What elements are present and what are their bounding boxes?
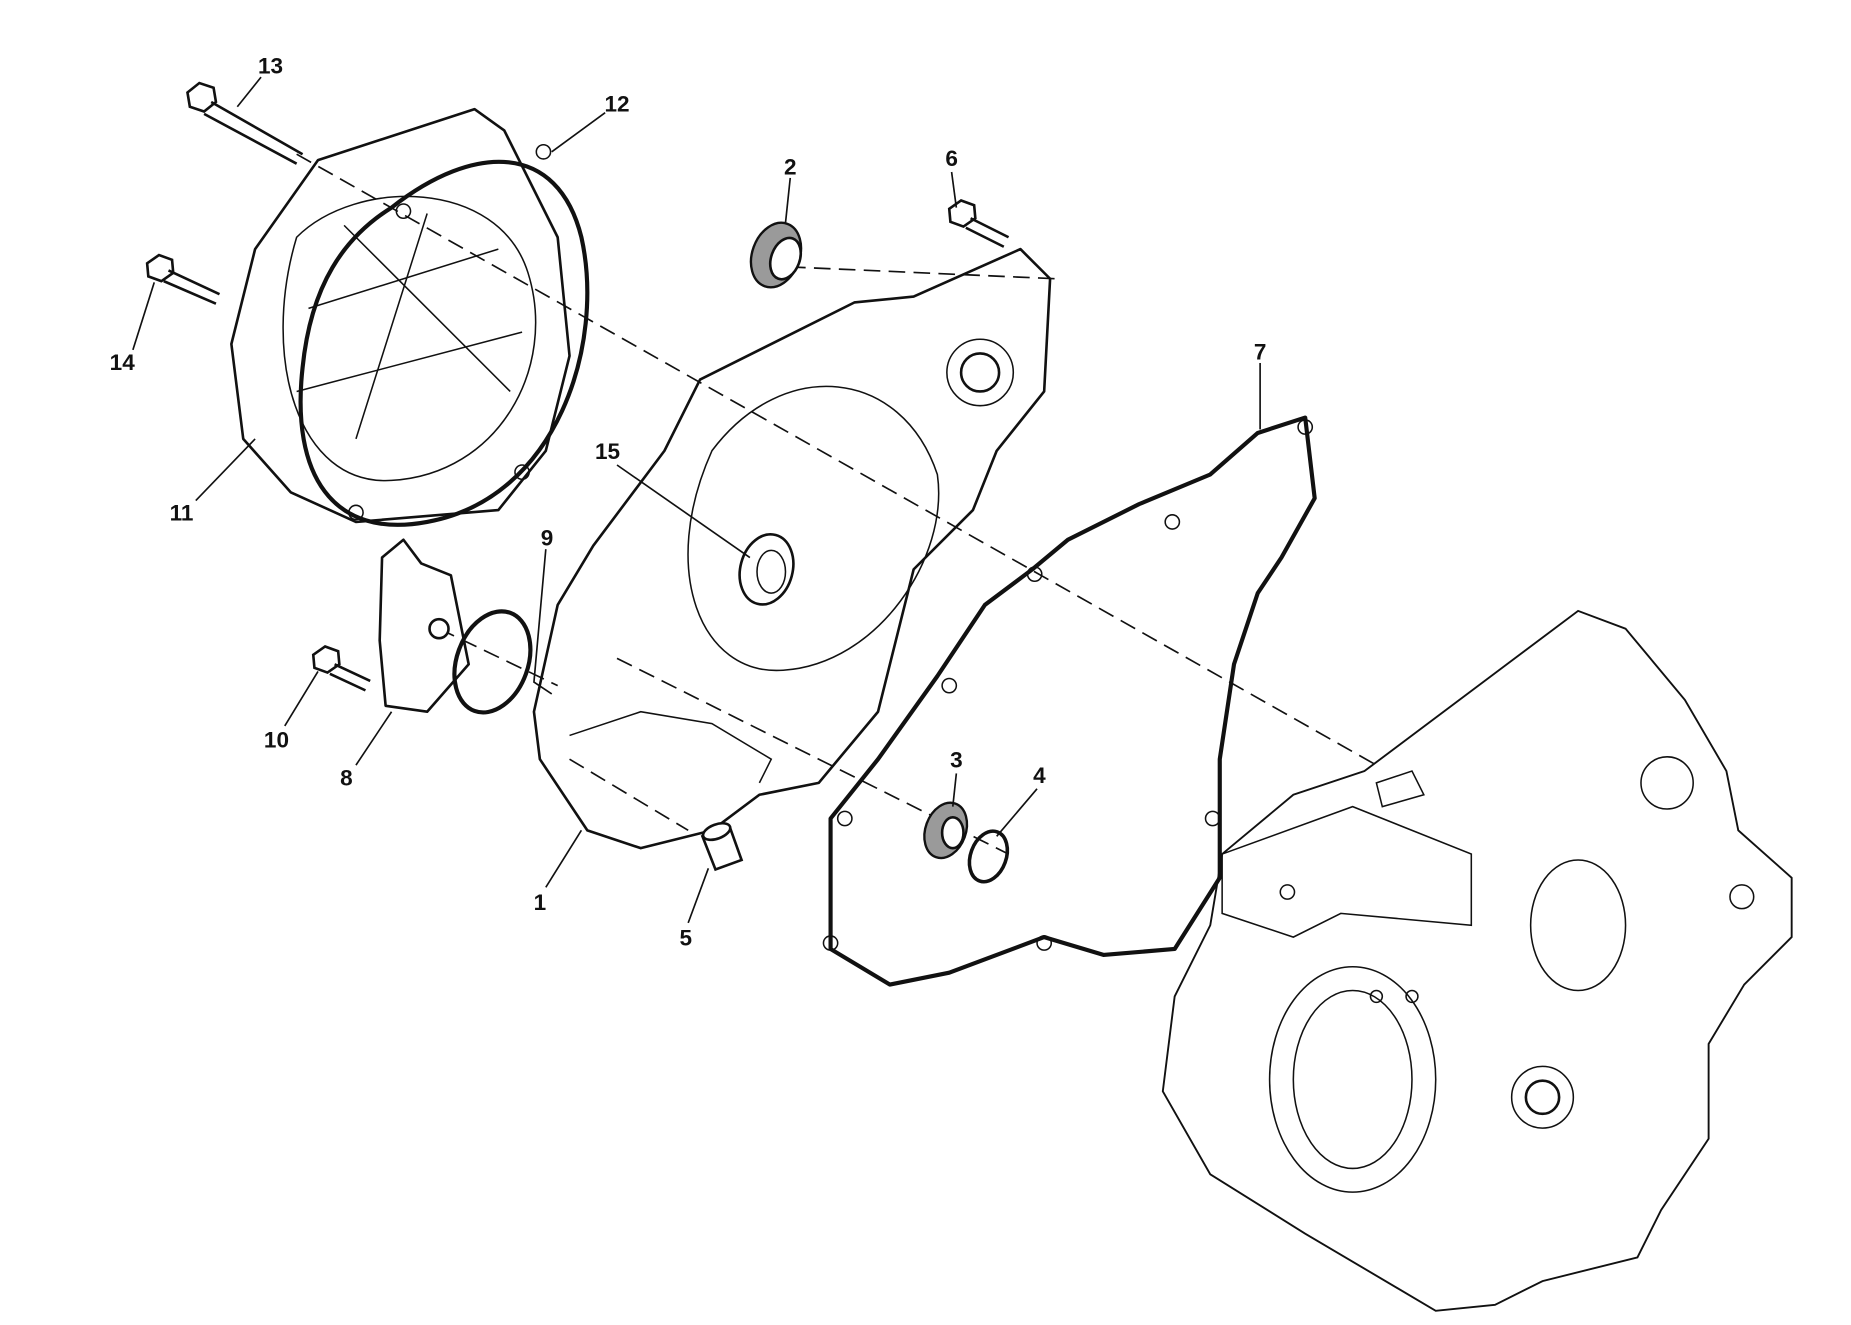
- callout-4: 4: [1033, 763, 1046, 788]
- callout-leaders: [132, 76, 1261, 924]
- callout-2: 2: [784, 154, 797, 179]
- part-15-seal: [738, 533, 795, 606]
- callout-9: 9: [541, 526, 554, 551]
- callout-8: 8: [340, 765, 353, 790]
- callout-15: 15: [595, 439, 620, 464]
- part-11-clutch-cover: [230, 107, 571, 524]
- callout-14: 14: [110, 350, 136, 375]
- crankcase-half: [1161, 609, 1793, 1312]
- part-14-bolt: [145, 253, 221, 305]
- assembly-axis-lines: [296, 153, 1377, 855]
- part-8-pump-cover: [378, 538, 470, 714]
- callout-10: 10: [264, 727, 289, 752]
- callout-11: 11: [170, 501, 194, 526]
- part-1-main-cover: [532, 247, 1052, 850]
- callout-6: 6: [945, 146, 958, 171]
- callout-5: 5: [680, 925, 693, 950]
- callout-3: 3: [950, 747, 963, 772]
- part-9-o-ring: [452, 609, 533, 715]
- callout-labels: 1 2 3 4 5 6 7 8 9 10 11 12 13 14 15: [110, 54, 1267, 951]
- part-13-long-bolt: [186, 81, 304, 165]
- part-10-bolt: [311, 645, 371, 692]
- part-5-bushing: [700, 821, 744, 872]
- part-7-gasket: [822, 415, 1317, 987]
- callout-12: 12: [604, 92, 629, 117]
- part-6-bolt: [947, 199, 1010, 248]
- part-3-seal: [923, 801, 969, 860]
- part-12-gasket: [298, 143, 590, 527]
- callout-13: 13: [258, 54, 283, 79]
- callout-7: 7: [1254, 339, 1267, 364]
- part-4-ring: [967, 829, 1010, 884]
- callout-1: 1: [534, 890, 547, 915]
- part-2-oil-seal: [749, 221, 803, 289]
